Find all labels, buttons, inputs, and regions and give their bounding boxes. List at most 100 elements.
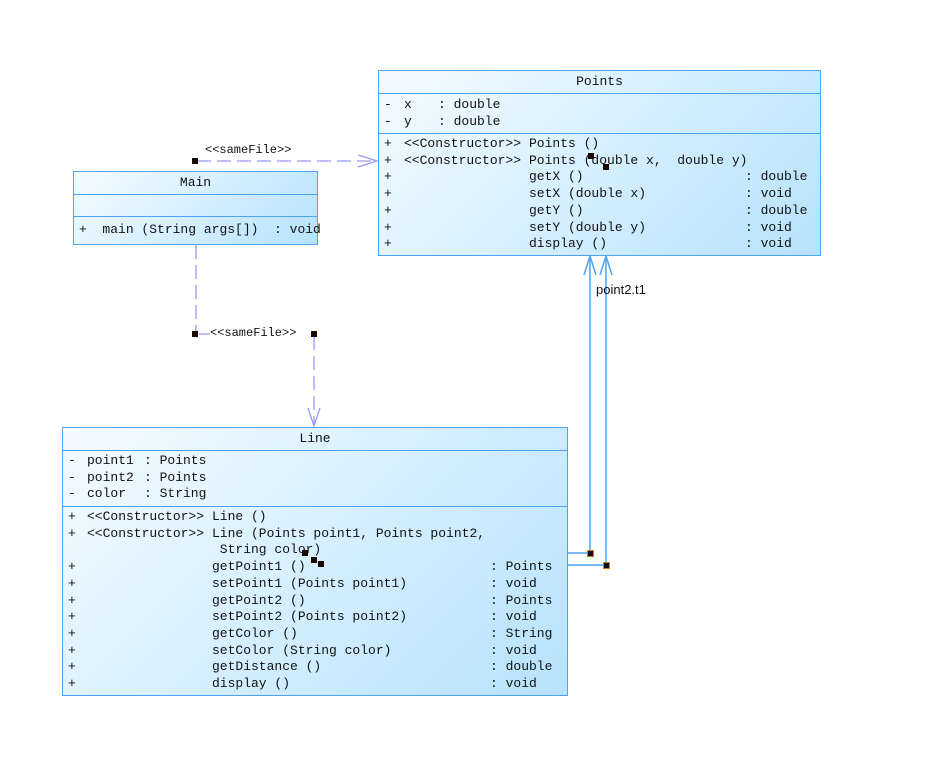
method-stereo: <<Constructor>> <box>404 136 522 151</box>
selection-handle[interactable] <box>587 550 594 557</box>
selection-handle[interactable] <box>192 331 198 337</box>
selection-handle[interactable] <box>192 158 198 164</box>
selection-handle[interactable] <box>302 550 308 556</box>
attribute-name: color <box>87 486 127 501</box>
arrowhead-open-icon <box>357 154 380 168</box>
method-vis: + <box>68 525 76 541</box>
selection-handle[interactable] <box>318 561 324 567</box>
method-ret: : void <box>490 676 537 691</box>
method-stereo: <<Constructor>> <box>404 152 522 168</box>
class-points[interactable]: Points -x : double -y : double + <<Construct… <box>378 70 821 256</box>
attribute-vis: - <box>384 113 392 129</box>
class-name: Points <box>576 74 623 89</box>
attribute-type: : String <box>144 486 207 501</box>
method-stereo: <<Constructor>> <box>87 525 205 541</box>
method-name: Line (Points point1, Points point2, <box>212 525 486 541</box>
method-ret: : String <box>490 625 553 641</box>
method-vis: + <box>68 642 76 658</box>
attribute-name: x <box>404 97 412 112</box>
method-ret: : void <box>490 609 537 625</box>
method-name: getX () <box>529 169 584 185</box>
method-name: setX (double x) <box>529 186 647 202</box>
method-vis: + <box>68 625 76 641</box>
selection-handle[interactable] <box>588 153 594 159</box>
method-vis: + <box>68 659 76 675</box>
association-line-point1[interactable] <box>567 256 591 554</box>
edge-label-association: point2.t1 <box>596 282 646 297</box>
method-ret: : double <box>490 659 553 675</box>
methods-section: + <<Constructor>> Points () + <<Constructor>… <box>379 133 820 254</box>
method-name: setPoint1 (Points point1) <box>212 575 408 591</box>
method-vis: + <box>384 236 392 252</box>
method-name: Points (double x, double y) <box>529 152 748 168</box>
attribute-type: : Points <box>144 453 207 468</box>
method-vis: + <box>68 509 76 524</box>
attribute-vis: - <box>384 97 392 112</box>
class-name: Main <box>179 175 212 190</box>
method-ret: : double <box>745 169 808 185</box>
attribute-vis: - <box>68 486 76 501</box>
method-vis: + <box>384 169 392 185</box>
attribute-name: point2 <box>87 469 134 485</box>
class-line[interactable]: Line -point1: Points-point2: Points-colo… <box>62 427 568 696</box>
method-vis: + <box>384 186 392 202</box>
attribute-name: point1 <box>87 453 134 468</box>
method-vis: + <box>384 152 392 168</box>
arrowhead-open-icon <box>583 253 597 276</box>
association-line-point2[interactable] <box>567 256 607 566</box>
edge-label-samefile: <<sameFile>> <box>210 326 297 340</box>
arrowhead-open-icon <box>599 253 613 276</box>
method-ret: : Points <box>490 559 553 575</box>
method-name: getY () <box>529 202 584 218</box>
attributes-section: -point1: Points-point2: Points-color: St… <box>63 450 567 506</box>
method-name: setColor (String color) <box>212 642 392 658</box>
method-name: getPoint2 () <box>212 592 306 608</box>
method-name: setY (double y) <box>529 219 647 235</box>
method-ret: : double <box>745 202 808 218</box>
method-name: Line () <box>212 509 267 524</box>
arrowhead-open-icon <box>307 407 321 429</box>
method-vis: + <box>68 559 76 575</box>
method-signature: main (String args[]) : void <box>102 222 321 237</box>
methods-section: + main (String args[]) : void <box>74 216 321 244</box>
attribute-type: : double <box>438 97 501 112</box>
method-stereo: <<Constructor>> <box>87 509 205 524</box>
attribute-name: y <box>404 113 412 129</box>
method-name: getColor () <box>212 625 298 641</box>
attribute-type: : Points <box>144 469 207 485</box>
method-ret: : void <box>745 186 792 202</box>
method-visibility: + <box>79 222 87 237</box>
selection-handle[interactable] <box>603 562 610 569</box>
method-name: getPoint1 () <box>212 559 306 575</box>
attributes-section: -x : double -y : double <box>379 93 820 133</box>
class-name: Line <box>299 431 331 446</box>
method-vis: + <box>68 575 76 591</box>
method-vis: + <box>68 609 76 625</box>
method-row: + main (String args[]) : void <box>79 222 321 238</box>
attribute-type: : double <box>438 113 501 129</box>
method-name: display () <box>212 676 291 691</box>
method-name: display () <box>529 236 608 252</box>
method-name: Points () <box>529 136 600 151</box>
method-vis: + <box>384 219 392 235</box>
method-name: getDistance () <box>212 659 322 675</box>
method-ret: : void <box>745 236 792 252</box>
method-vis: + <box>68 676 76 691</box>
method-ret: : Points <box>490 592 553 608</box>
methods-section: + <<Constructor>> Line () + <<Constructor>> L… <box>63 506 567 694</box>
method-ret: : void <box>490 642 537 658</box>
method-name: String color) <box>212 542 322 558</box>
class-main[interactable]: Main + main (String args[]) : void <box>73 171 321 245</box>
attributes-section <box>74 194 317 216</box>
edge-label-samefile-hidden: <<sameFile>> <box>205 143 292 157</box>
method-vis: + <box>68 592 76 608</box>
method-vis: + <box>384 136 392 151</box>
attribute-vis: - <box>68 453 76 468</box>
selection-handle[interactable] <box>311 331 317 337</box>
method-ret: : void <box>745 219 792 235</box>
attribute-vis: - <box>68 469 76 485</box>
selection-handle[interactable] <box>603 164 609 170</box>
method-vis: + <box>384 202 392 218</box>
selection-handle[interactable] <box>311 557 317 563</box>
method-name: setPoint2 (Points point2) <box>212 609 408 625</box>
